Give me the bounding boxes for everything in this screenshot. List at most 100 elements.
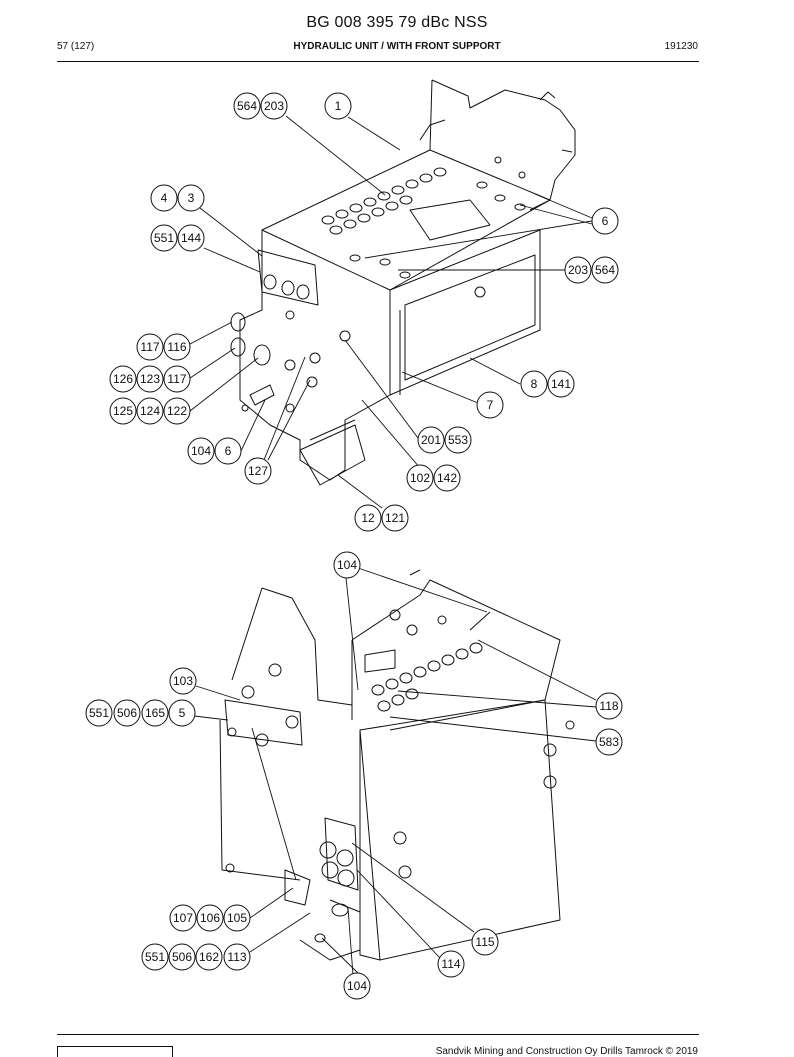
callout-115: 115 [471, 928, 499, 956]
svg-text:5: 5 [179, 706, 186, 720]
svg-text:1: 1 [335, 99, 342, 113]
date-code: 191230 [664, 41, 698, 52]
svg-text:551: 551 [145, 950, 165, 964]
callout-5: 5 [168, 699, 196, 727]
svg-text:564: 564 [237, 99, 257, 113]
svg-text:203: 203 [264, 99, 284, 113]
svg-text:102: 102 [410, 471, 430, 485]
callout-104: 104 [343, 972, 371, 1000]
svg-text:107: 107 [173, 911, 193, 925]
svg-text:104: 104 [191, 444, 211, 458]
left-fittings [230, 249, 486, 413]
callout-1: 1 [324, 92, 352, 120]
callout-551: 551 [141, 943, 169, 971]
svg-text:127: 127 [248, 464, 268, 478]
callout-127: 127 [244, 457, 272, 485]
top-hydraulic-unit-drawing [230, 79, 576, 486]
svg-text:117: 117 [140, 340, 159, 354]
svg-text:122: 122 [167, 404, 187, 418]
callout-105: 105 [223, 904, 251, 932]
callout-4: 4 [150, 184, 178, 212]
document-title: BG 008 395 79 dBc NSS [306, 14, 488, 31]
callout-103: 103 [169, 667, 197, 695]
callout-203: 203 [564, 256, 592, 284]
footer-rule [57, 1034, 699, 1035]
svg-text:7: 7 [487, 398, 494, 412]
callout-583: 583 [595, 728, 623, 756]
footer-copyright: Sandvik Mining and Construction Oy Drill… [435, 1046, 698, 1057]
callout-141: 141 [547, 370, 575, 398]
svg-text:104: 104 [347, 979, 367, 993]
callout-117: 117 [136, 333, 164, 361]
callout-6: 6 [591, 207, 619, 235]
svg-text:8: 8 [531, 377, 538, 391]
svg-text:141: 141 [551, 377, 571, 391]
callout-564: 564 [591, 256, 619, 284]
callout-106: 106 [196, 904, 224, 932]
callout-122: 122 [163, 397, 191, 425]
svg-text:6: 6 [602, 214, 609, 228]
svg-text:6: 6 [225, 444, 232, 458]
callout-125: 125 [109, 397, 137, 425]
svg-text:121: 121 [385, 511, 405, 525]
svg-text:103: 103 [173, 674, 193, 688]
svg-text:123: 123 [140, 372, 160, 386]
callout-118: 118 [595, 692, 623, 720]
svg-text:201: 201 [421, 433, 441, 447]
svg-text:113: 113 [227, 950, 246, 964]
callout-553: 553 [444, 426, 472, 454]
callout-6: 6 [214, 437, 242, 465]
svg-text:162: 162 [199, 950, 219, 964]
callout-117: 117 [163, 365, 191, 393]
callout-104: 104 [333, 551, 361, 579]
svg-text:551: 551 [154, 231, 174, 245]
svg-text:144: 144 [181, 231, 201, 245]
callout-506: 506 [113, 699, 141, 727]
svg-text:125: 125 [113, 404, 133, 418]
callout-124: 124 [136, 397, 164, 425]
svg-text:118: 118 [599, 699, 618, 713]
bottom-hydraulic-unit-drawing [219, 569, 575, 961]
callout-104: 104 [187, 437, 215, 465]
svg-text:116: 116 [167, 340, 186, 354]
svg-text:124: 124 [140, 404, 160, 418]
callout-12: 12 [354, 504, 382, 532]
callout-8: 8 [520, 370, 548, 398]
svg-text:12: 12 [361, 511, 375, 525]
bottom-side-fittings [224, 663, 575, 943]
callout-114: 114 [437, 950, 465, 978]
callout-144: 144 [177, 224, 205, 252]
svg-text:165: 165 [145, 706, 165, 720]
svg-text:553: 553 [448, 433, 468, 447]
callout-102: 102 [406, 464, 434, 492]
svg-text:583: 583 [599, 735, 619, 749]
callout-551: 551 [85, 699, 113, 727]
svg-text:551: 551 [89, 706, 109, 720]
callouts: 564 203 1 4 3 551 144 6 203 564 117 116 … [85, 92, 623, 1000]
svg-text:142: 142 [437, 471, 457, 485]
svg-text:4: 4 [161, 191, 168, 205]
svg-text:203: 203 [568, 263, 588, 277]
callout-142: 142 [433, 464, 461, 492]
svg-text:506: 506 [117, 706, 137, 720]
header-rule [57, 61, 699, 62]
callout-126: 126 [109, 365, 137, 393]
svg-text:126: 126 [113, 372, 133, 386]
section-title: HYDRAULIC UNIT / WITH FRONT SUPPORT [293, 41, 501, 52]
callout-7: 7 [476, 391, 504, 419]
callout-201: 201 [417, 426, 445, 454]
bottom-top-fittings [364, 569, 491, 712]
svg-text:106: 106 [200, 911, 220, 925]
callout-203: 203 [260, 92, 288, 120]
callout-564: 564 [233, 92, 261, 120]
svg-text:104: 104 [337, 558, 357, 572]
callout-121: 121 [381, 504, 409, 532]
callout-107: 107 [169, 904, 197, 932]
svg-text:105: 105 [227, 911, 247, 925]
page-number: 57 (127) [57, 41, 95, 52]
callout-113: 113 [223, 943, 251, 971]
svg-text:114: 114 [441, 957, 460, 971]
callout-551: 551 [150, 224, 178, 252]
svg-text:564: 564 [595, 263, 615, 277]
callout-116: 116 [163, 333, 191, 361]
